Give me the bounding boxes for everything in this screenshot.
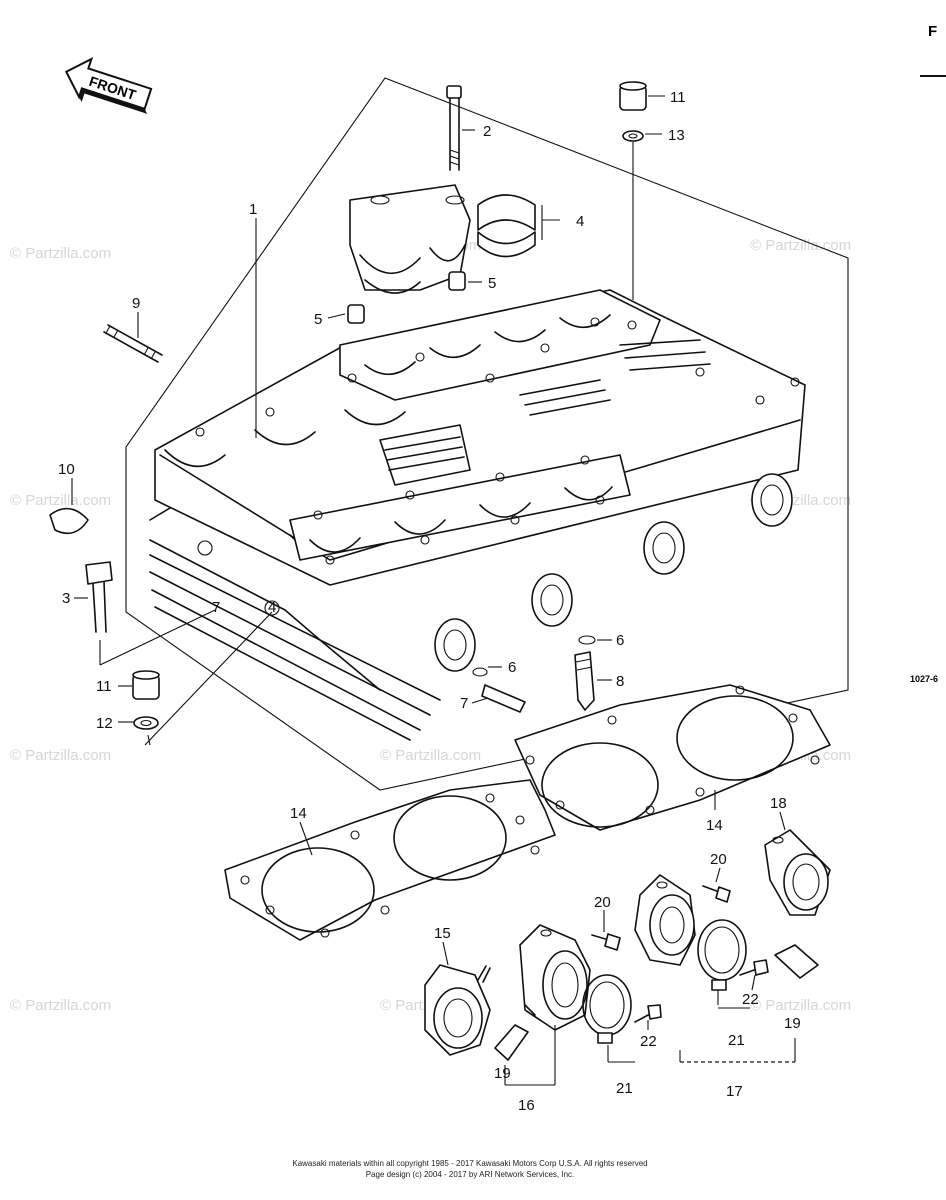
callout-6: 6 — [616, 632, 624, 649]
hose-part-19-icon — [774, 944, 819, 979]
callout-21: 21 — [728, 1032, 745, 1049]
watermark: © Partzilla.com — [10, 747, 111, 764]
callout-19b: 19 — [494, 1065, 511, 1082]
o-ring-part-6-icon — [578, 635, 596, 645]
callout-7a: 7 — [212, 599, 220, 616]
edge-letter: F — [928, 23, 937, 40]
callout-3: 3 — [62, 590, 70, 607]
callout-6b: 6 — [508, 659, 516, 676]
callout-22: 22 — [742, 991, 759, 1008]
watermark: © Partzilla.com — [10, 997, 111, 1014]
front-arrow-icon: FRONT — [64, 56, 153, 114]
callout-19: 19 — [784, 1015, 801, 1032]
clamp-part-21b-icon — [582, 974, 632, 1044]
callout-4: 4 — [576, 213, 584, 230]
hose-part-19b-icon — [494, 1024, 529, 1061]
fitting-part-7-icon — [481, 684, 526, 713]
screw-part-20b-icon — [591, 933, 621, 951]
carb-holder-part-18-icon — [764, 829, 831, 916]
callout-18: 18 — [770, 795, 787, 812]
assembly-outline — [125, 77, 849, 791]
stud-part-9-icon — [103, 324, 163, 363]
callout-1: 1 — [249, 201, 257, 218]
callout-13: 13 — [668, 127, 685, 144]
carb-holder-part-15-icon — [424, 964, 491, 1056]
carb-holder-part-19-icon — [634, 874, 696, 966]
head-gasket-part-14b-icon — [514, 684, 831, 831]
callout-21b: 21 — [616, 1080, 633, 1097]
watermark: © Partzilla.com — [10, 245, 111, 262]
callout-20: 20 — [710, 851, 727, 868]
screw-part-22-icon — [739, 959, 769, 976]
clamp-part-21-icon — [697, 919, 747, 991]
cylinder-head-icon — [149, 289, 806, 741]
screw-part-20-icon — [702, 885, 731, 903]
callout-numbers: 1 2 4 5 5 9 11 13 10 3 11 12 7 4 6 6 7 8… — [58, 89, 801, 1114]
callout-14b: 14 — [706, 817, 723, 834]
callout-15: 15 — [434, 925, 451, 942]
watermark: © Partzilla.com — [10, 492, 111, 509]
footer-page-design: Page design (c) 2004 - 2017 by ARI Netwo… — [366, 1170, 575, 1179]
key-part-10-icon — [49, 507, 89, 535]
callout-16: 16 — [518, 1097, 535, 1114]
callout-20b: 20 — [594, 894, 611, 911]
dowel-part-5-icon — [347, 271, 466, 324]
callout-7b: 7 — [460, 695, 468, 712]
footer-copyright: Kawasaki materials within all copyright … — [292, 1159, 647, 1168]
callout-11: 11 — [670, 89, 686, 106]
callout-leaders — [71, 95, 796, 1086]
callout-22b: 22 — [640, 1033, 657, 1050]
callout-8: 8 — [616, 673, 624, 690]
washer-part-12-icon — [133, 716, 159, 730]
watermark: © Partzilla.com — [750, 997, 851, 1014]
carb-holder-part-16-icon — [519, 924, 591, 1031]
callout-14: 14 — [290, 805, 307, 822]
cap-part-11-icon — [619, 81, 647, 111]
head-gasket-part-14-icon — [224, 779, 556, 941]
leader-line — [99, 609, 273, 746]
callout-4b: 4 — [268, 599, 276, 616]
callout-12: 12 — [96, 715, 113, 732]
callout-9: 9 — [132, 295, 140, 312]
callout-11b: 11 — [96, 678, 112, 695]
cap-part-11-lower-icon — [132, 670, 160, 700]
callout-5b: 5 — [314, 311, 322, 328]
screw-part-22b-icon — [634, 1004, 662, 1023]
bolt-part-3-icon — [85, 561, 113, 633]
callout-10: 10 — [58, 461, 75, 478]
cam-cap-part-4-icon — [349, 184, 536, 294]
bolt-part-2-icon — [446, 85, 462, 171]
callout-5: 5 — [488, 275, 496, 292]
footer: Kawasaki materials within all copyright … — [292, 1159, 647, 1179]
watermark: © Partzilla.com — [380, 747, 481, 764]
callout-2: 2 — [483, 123, 491, 140]
washer-part-13-icon — [622, 130, 644, 142]
side-code: 1027-6 — [910, 674, 938, 684]
fitting-part-8-icon — [574, 651, 595, 711]
o-ring-part-6b-icon — [472, 667, 488, 677]
callout-17: 17 — [726, 1083, 743, 1100]
